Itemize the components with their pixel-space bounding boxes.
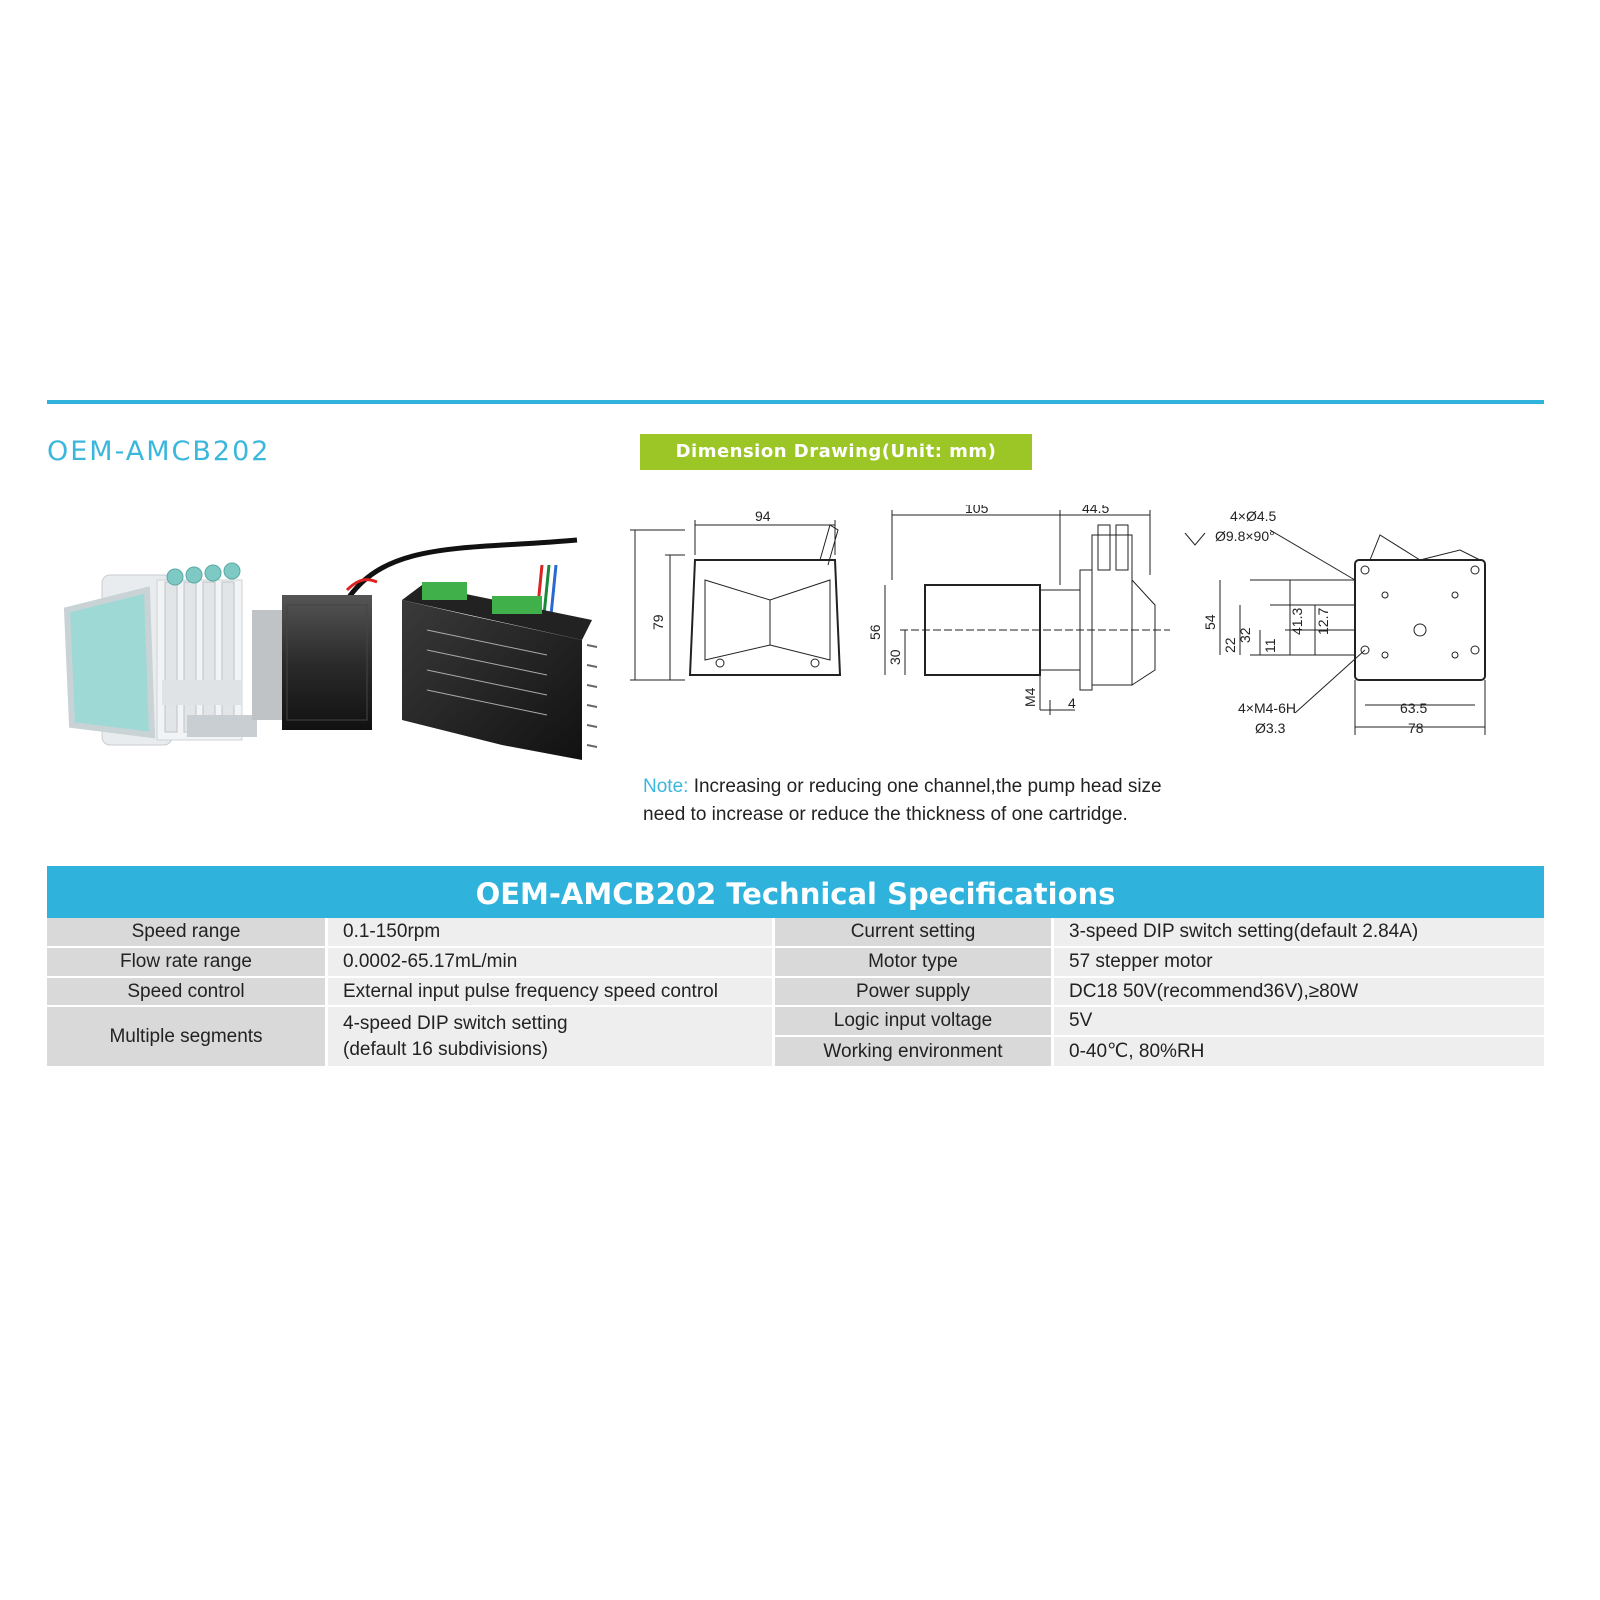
spec-label: Power supply: [775, 978, 1051, 1005]
spec-label: Working environment: [775, 1037, 1051, 1066]
dim-h32: 32: [1237, 627, 1253, 643]
spec-value: External input pulse frequency speed con…: [328, 978, 772, 1005]
spec-value: 0.1-150rpm: [328, 918, 772, 946]
spec-label: Multiple segments: [47, 1007, 325, 1066]
spec-value: 5V: [1054, 1007, 1544, 1035]
side-view: [884, 510, 1170, 715]
stepper-driver: [402, 582, 598, 760]
dim-h22: 22: [1222, 637, 1238, 653]
table-row: Current setting 3-speed DIP switch setti…: [772, 918, 1544, 946]
spec-label: Logic input voltage: [775, 1007, 1051, 1035]
spec-label: Motor type: [775, 948, 1051, 976]
dim-front-height-inner: 79: [650, 614, 666, 630]
spec-value: 3-speed DIP switch setting(default 2.84A…: [1054, 918, 1544, 946]
spec-table-title: OEM-AMCB202 Technical Specifications: [47, 866, 1544, 918]
table-row: Motor type 57 stepper motor: [772, 948, 1544, 976]
dim-offset: 4: [1068, 695, 1076, 711]
note-line-2: need to increase or reduce the thickness…: [643, 804, 1128, 825]
front-view: [630, 520, 842, 681]
dimension-drawing-badge: Dimension Drawing(Unit: mm): [640, 434, 1032, 470]
model-title: OEM-AMCB202: [47, 436, 271, 467]
dim-h41-3: 41.3: [1289, 608, 1305, 635]
spec-label: Flow rate range: [47, 948, 325, 976]
spec-value: DC18 50V(recommend36V),≥80W: [1054, 978, 1544, 1005]
table-row: Speed range 0.1-150rpm: [47, 918, 772, 946]
note: Note: Increasing or reducing one channel…: [643, 773, 1283, 829]
dim-side-height: 56: [867, 624, 883, 640]
dim-h12-7: 12.7: [1315, 608, 1331, 635]
spec-column-left: Speed range 0.1-150rpm Flow rate range 0…: [47, 918, 772, 1066]
dim-thread-holes: 4×M4-6H: [1238, 700, 1296, 716]
dimension-drawings: 94 98 79 105 44.5 56 30 M4 4 4×Ø4.5 Ø9.8…: [630, 505, 1486, 736]
dim-base-height: 54: [1202, 614, 1218, 630]
table-row: Working environment 0-40℃, 80%RH: [772, 1037, 1544, 1066]
spec-value: 0-40℃, 80%RH: [1054, 1037, 1544, 1066]
table-row: Multiple segments 4-speed DIP switch set…: [47, 1007, 772, 1066]
spec-value-line-2: (default 16 subdivisions): [343, 1038, 548, 1060]
table-row: Logic input voltage 5V: [772, 1007, 1544, 1035]
spec-value: 4-speed DIP switch setting (default 16 s…: [328, 1007, 772, 1066]
dim-front-width: 94: [755, 508, 771, 524]
dim-countersink: Ø9.8×90°: [1215, 528, 1275, 544]
dim-hole-dia: Ø3.3: [1255, 720, 1286, 736]
dim-head-length: 44.5: [1082, 505, 1109, 516]
spec-column-right: Current setting 3-speed DIP switch setti…: [772, 918, 1544, 1066]
spec-label: Current setting: [775, 918, 1051, 946]
dim-motor-length: 105: [965, 505, 989, 516]
top-divider: [47, 400, 1544, 404]
dim-front-height-total: 98: [630, 599, 633, 615]
spec-label: Speed range: [47, 918, 325, 946]
product-photo: [63, 537, 598, 760]
dim-width-outer: 78: [1408, 720, 1424, 736]
spec-value: 57 stepper motor: [1054, 948, 1544, 976]
stepper-motor: [252, 595, 372, 730]
dim-thread: M4: [1022, 687, 1038, 707]
dim-shaft: 30: [887, 649, 903, 665]
table-row: Power supply DC18 50V(recommend36V),≥80W: [772, 978, 1544, 1005]
dim-holes: 4×Ø4.5: [1230, 508, 1277, 524]
table-row: Flow rate range 0.0002-65.17mL/min: [47, 948, 772, 976]
pump-head: [63, 562, 257, 746]
spec-value-line-1: 4-speed DIP switch setting: [343, 1012, 568, 1034]
table-row: Speed control External input pulse frequ…: [47, 978, 772, 1005]
dim-width-inner: 63.5: [1400, 700, 1427, 716]
spec-label: Speed control: [47, 978, 325, 1005]
base-view: [1184, 529, 1486, 735]
note-label: Note:: [643, 776, 689, 797]
dim-h11: 11: [1262, 638, 1278, 653]
note-line-1: Increasing or reducing one channel,the p…: [693, 776, 1162, 797]
spec-value: 0.0002-65.17mL/min: [328, 948, 772, 976]
spec-table: Speed range 0.1-150rpm Flow rate range 0…: [47, 918, 1544, 1066]
